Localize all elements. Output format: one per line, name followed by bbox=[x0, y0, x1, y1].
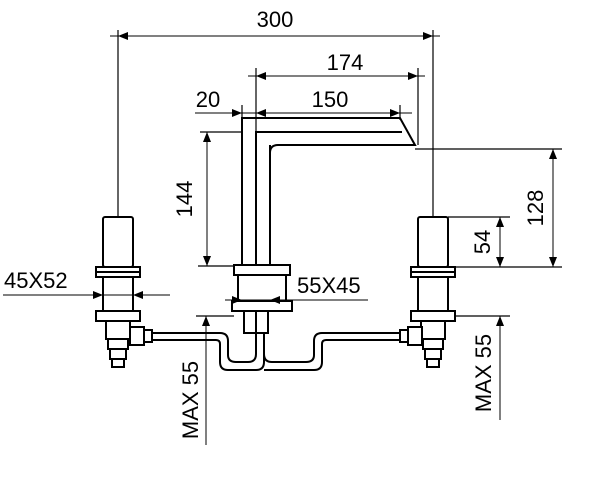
supply-pipes bbox=[129, 326, 423, 371]
dimension-144: 144 bbox=[172, 131, 242, 267]
dimension-20-150: 20 150 bbox=[195, 87, 412, 120]
dimension-max55-right: MAX 55 bbox=[455, 315, 510, 420]
spout-body bbox=[231, 117, 417, 334]
dimension-label-55x45: 55X45 bbox=[297, 273, 361, 298]
dimension-label-300: 300 bbox=[257, 7, 294, 32]
dimension-label-max55-left: MAX 55 bbox=[178, 361, 203, 439]
dimension-label-max55-right: MAX 55 bbox=[471, 334, 496, 412]
dimension-55x45: 55X45 bbox=[225, 273, 368, 304]
dimension-45x52: 45X52 bbox=[3, 268, 170, 299]
left-handle-valve bbox=[95, 30, 141, 368]
dimension-label-174: 174 bbox=[327, 50, 364, 75]
right-handle-valve bbox=[410, 30, 456, 368]
dimension-label-54: 54 bbox=[470, 230, 495, 254]
dimension-label-144: 144 bbox=[172, 181, 197, 218]
dimension-300: 300 bbox=[110, 7, 440, 40]
dimension-174: 174 bbox=[248, 50, 425, 145]
dimension-label-128: 128 bbox=[523, 190, 548, 227]
dimension-54: 54 bbox=[448, 216, 510, 267]
dimension-label-45x52: 45X52 bbox=[4, 268, 68, 293]
dimension-max55-left: MAX 55 bbox=[178, 315, 234, 445]
dimension-128: 128 bbox=[415, 148, 562, 268]
dimension-label-150: 150 bbox=[312, 87, 349, 112]
dimension-label-20: 20 bbox=[196, 87, 220, 112]
